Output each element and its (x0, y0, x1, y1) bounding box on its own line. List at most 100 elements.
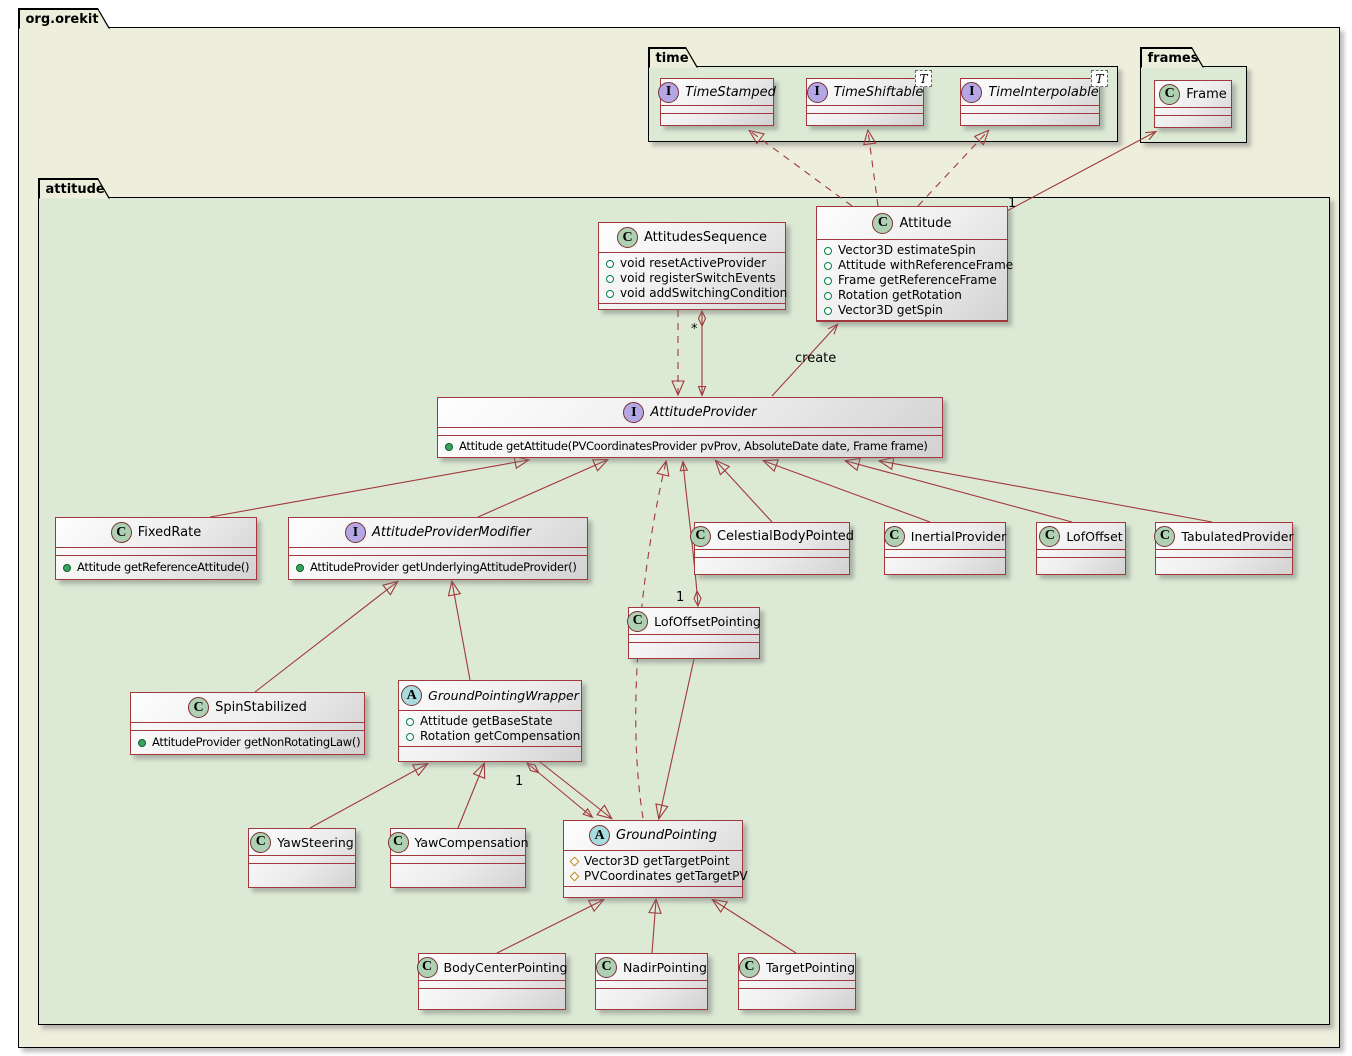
class-stereotype-icon: C (250, 831, 272, 853)
class-node-targetpointing: C TargetPointing (738, 953, 856, 1010)
class-node-yawsteering: C YawSteering (248, 828, 356, 888)
class-name: YawCompensation (414, 834, 529, 850)
member-row: AttitudeProvider getNonRotatingLaw() (131, 735, 367, 750)
class-header: C NadirPointing (596, 954, 707, 981)
class-name: InertialProvider (910, 528, 1007, 544)
class-node-attitudeprovider: I AttitudeProvider Attitude getAttitude(… (437, 397, 943, 458)
class-node-timeinterpolable: T I TimeInterpolable (960, 70, 1108, 126)
class-stereotype-icon: C (627, 610, 649, 632)
class-node-fixedrate: C FixedRate Attitude getReferenceAttitud… (55, 517, 257, 580)
class-header: C YawSteering (249, 829, 355, 856)
class-name: YawSteering (277, 834, 354, 850)
class-header: C SpinStabilized (131, 693, 364, 723)
class-header: C Attitude (817, 207, 1007, 240)
class-name: TimeInterpolable (988, 84, 1099, 100)
class-stereotype-icon: C (872, 212, 894, 234)
interface-stereotype-icon: I (344, 522, 366, 543)
public-field-icon (606, 289, 614, 298)
class-node-tabulatedprovider: C TabulatedProvider (1154, 522, 1294, 575)
class-name: NadirPointing (623, 959, 707, 975)
class-name: BodyCenterPointing (443, 959, 568, 975)
class-name: Frame (1186, 86, 1227, 102)
public-field-icon (824, 291, 832, 300)
package-label-frames: frames (1142, 49, 1203, 68)
class-name: AttitudeProviderModifier (371, 525, 532, 540)
class-node-nadirpointing: C NadirPointing (595, 953, 708, 1010)
class-node-timeshiftable: T I TimeShiftable (806, 70, 932, 126)
class-name: AttitudesSequence (644, 230, 767, 245)
package-label-org-orekit: org.orekit (20, 10, 109, 29)
class-name: LofOffset (1066, 528, 1123, 544)
class-header: C AttitudesSequence (599, 223, 785, 253)
class-name: AttitudeProvider (650, 405, 757, 420)
member-row: Attitude withReferenceFrame (817, 258, 1013, 273)
class-stereotype-icon: C (1159, 83, 1181, 105)
class-header: I TimeShiftable (806, 79, 923, 106)
class-header: C YawCompensation (387, 829, 529, 856)
class-stereotype-icon: C (1154, 525, 1176, 547)
class-name: Attitude (899, 215, 952, 231)
member-row: void resetActiveProvider (599, 256, 785, 271)
class-stereotype-icon: C (738, 956, 760, 978)
public-field-icon (824, 306, 832, 315)
class-header: C TargetPointing (738, 954, 855, 981)
class-node-groundpointing: A GroundPointing Vector3D getTargetPoint… (563, 820, 748, 898)
class-header: C FixedRate (56, 518, 256, 548)
interface-stereotype-icon: I (961, 81, 983, 103)
protected-field-icon (569, 856, 580, 867)
member-row: PVCoordinates getTargetPV (564, 869, 748, 884)
class-name: GroundPointingWrapper (428, 688, 579, 703)
class-stereotype-icon: C (617, 227, 639, 248)
public-field-icon (824, 246, 832, 255)
member-row: Rotation getRotation (817, 288, 1007, 303)
package-tab-attitude: attitude (38, 178, 110, 199)
class-node-inertialprovider: C InertialProvider (883, 522, 1007, 575)
class-header: C LofOffsetPointing (627, 608, 761, 635)
package-label-attitude: attitude (40, 180, 109, 199)
class-stereotype-icon: C (596, 956, 618, 978)
class-header: C BodyCenterPointing (416, 954, 568, 981)
package-tab-time: time (648, 47, 698, 68)
member-row: Vector3D getSpin (817, 303, 1007, 318)
class-node-celestialbodypointed: C CelestialBodyPointed (689, 522, 854, 575)
class-name: LofOffsetPointing (654, 613, 761, 629)
class-node-spinstabilized: C SpinStabilized AttitudeProvider getNon… (130, 692, 365, 755)
class-name: CelestialBodyPointed (716, 528, 855, 544)
member-row: Rotation getCompensation (399, 729, 581, 744)
class-header: C InertialProvider (883, 523, 1007, 550)
member-row: Vector3D estimateSpin (817, 243, 1007, 258)
generic-type-badge: T (1091, 70, 1108, 87)
protected-field-icon (569, 871, 580, 882)
class-node-attitudessequence: C AttitudesSequence void resetActiveProv… (598, 222, 787, 310)
class-name: SpinStabilized (215, 700, 307, 715)
package-tab-org-orekit: org.orekit (18, 8, 110, 29)
class-node-timestamped: I TimeStamped (658, 78, 776, 126)
interface-stereotype-icon: I (658, 81, 680, 103)
member-row: Frame getReferenceFrame (817, 273, 1007, 288)
public-method-icon (138, 738, 146, 747)
class-header: C LofOffset (1037, 523, 1125, 550)
class-node-frame: C Frame (1154, 80, 1232, 128)
member-row: void registerSwitchEvents (599, 271, 785, 286)
class-stereotype-icon: C (883, 525, 905, 547)
class-stereotype-icon: C (188, 697, 210, 718)
member-row: void addSwitchingCondition (599, 286, 787, 301)
public-field-icon (406, 717, 414, 726)
class-header: I AttitudeProvider (438, 398, 942, 428)
class-node-attitude: C Attitude Vector3D estimateSpin Attitud… (816, 206, 1013, 322)
public-field-icon (824, 276, 832, 285)
member-row: AttitudeProvider getUnderlyingAttitudePr… (289, 560, 584, 575)
class-header: I AttitudeProviderModifier (289, 518, 587, 548)
class-node-groundpointingwrapper: A GroundPointingWrapper Attitude getBase… (398, 680, 582, 762)
class-header: A GroundPointing (564, 821, 742, 851)
class-stereotype-icon: C (416, 956, 438, 978)
abstract-stereotype-icon: A (401, 685, 423, 706)
member-row: Attitude getReferenceAttitude() (56, 560, 256, 575)
class-stereotype-icon: C (110, 522, 132, 543)
member-row: Attitude getBaseState (399, 714, 581, 729)
class-header: I TimeStamped (658, 79, 776, 106)
class-name: TimeStamped (685, 84, 776, 100)
interface-stereotype-icon: I (623, 402, 645, 423)
class-name: TabulatedProvider (1181, 528, 1294, 544)
package-label-time: time (650, 49, 697, 68)
